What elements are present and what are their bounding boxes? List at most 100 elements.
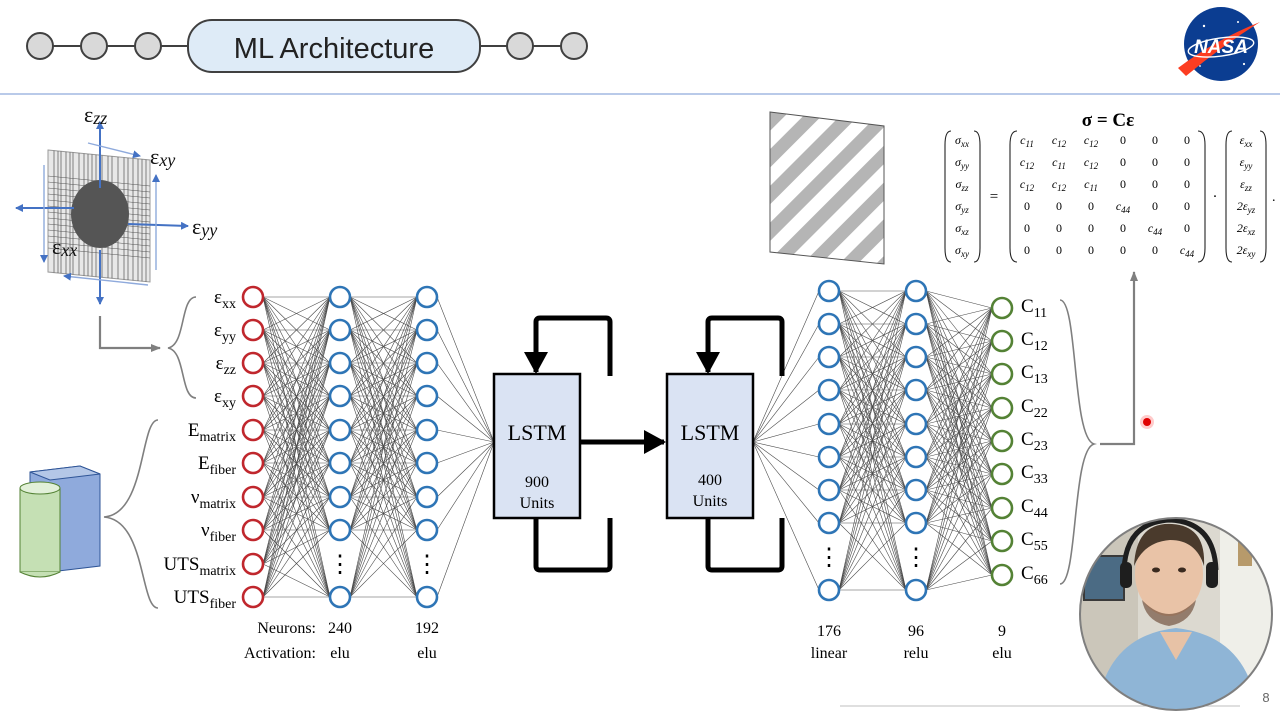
layer3-neurons: 176 (817, 623, 841, 640)
stiffness-3-5: 0 (1152, 177, 1158, 191)
connection (262, 296, 331, 397)
neuron-l6-9 (990, 563, 1014, 587)
neuron-l2-4 (328, 384, 352, 408)
trailing-period: . (1272, 190, 1276, 205)
stiffness-3-4: 0 (1120, 177, 1126, 191)
progress-step-1[interactable] (26, 32, 54, 60)
strain-5: 2εxz (1237, 221, 1256, 237)
strain-label-yy: εyy (192, 214, 217, 240)
connection (349, 296, 418, 531)
striped-lamina-image (769, 111, 885, 265)
stiffness-1-4: 0 (1120, 133, 1126, 147)
neuron-l4-7 (817, 478, 841, 502)
connection (752, 323, 820, 443)
stiffness-2-5: 0 (1152, 155, 1158, 169)
neuron-l5-8 (904, 511, 928, 535)
neuron-l4-3 (817, 345, 841, 369)
connection (838, 290, 907, 591)
neuron-l6-3 (990, 362, 1014, 386)
connection (752, 290, 820, 443)
layer-ellipsis-3: ⋮ (817, 545, 841, 571)
connection (925, 307, 993, 425)
connection (752, 423, 820, 443)
output-label-3: C13 (1021, 362, 1048, 387)
stiffness-6-4: 0 (1120, 243, 1126, 257)
stiffness-5-1: 0 (1024, 221, 1030, 235)
presenter-webcam (1080, 518, 1272, 710)
neuron-l6-2 (990, 329, 1014, 353)
input-label-5: Ematrix (188, 420, 236, 445)
neuron-l5-7 (904, 478, 928, 502)
stiffness-1-3: c12 (1084, 133, 1099, 149)
lstm1-label: LSTM (508, 420, 567, 445)
lstm1-recurrent-top (524, 315, 613, 376)
stiffness-2-1: c12 (1020, 155, 1035, 171)
connection (436, 329, 495, 443)
layer5-activation: elu (992, 645, 1012, 662)
strain-2: εyy (1240, 155, 1253, 171)
connection (838, 323, 907, 591)
stiffness-3-1: c12 (1020, 177, 1035, 193)
layer-ellipsis-2: ⋮ (415, 552, 439, 578)
connection (752, 389, 820, 443)
progress-step-3[interactable] (134, 32, 162, 60)
neuron-l6-4 (990, 396, 1014, 420)
lstm2-label: LSTM (681, 420, 740, 445)
connection (436, 296, 495, 443)
input-label-8: νfiber (201, 520, 236, 545)
output-to-equation-arrow (1100, 271, 1138, 446)
neuron-l4-1 (817, 279, 841, 303)
sigma-2: σyy (955, 155, 969, 171)
input-label-10: UTSfiber (174, 587, 237, 612)
strain-connector-arrow (98, 316, 161, 352)
connection (925, 440, 993, 591)
progress-step-5[interactable] (506, 32, 534, 60)
neuron-l3-4 (415, 384, 439, 408)
lstm2-units-count: 400 (698, 472, 722, 489)
progress-step-2[interactable] (80, 32, 108, 60)
neuron-l6-6 (990, 462, 1014, 486)
neuron-l1-4 (241, 384, 265, 408)
connection (925, 540, 993, 591)
connection (349, 529, 418, 598)
neuron-l2-5 (328, 418, 352, 442)
svg-text:NASA: NASA (1194, 37, 1248, 58)
connection (436, 441, 495, 598)
laser-pointer (1140, 415, 1154, 429)
stiffness-5-4: 0 (1120, 221, 1126, 235)
lstm2-units-label: Units (693, 493, 728, 510)
sigma-1: σxx (955, 133, 969, 149)
connection (838, 489, 907, 591)
lstm1-units-count: 900 (525, 474, 549, 491)
connection (262, 395, 331, 598)
connection (838, 423, 907, 591)
neuron-l1-1 (241, 285, 265, 309)
neuron-l5-3 (904, 345, 928, 369)
connection (838, 323, 907, 524)
strain-4: 2εyz (1237, 199, 1256, 215)
input-label-4: εxy (214, 386, 236, 411)
connection (262, 296, 331, 498)
output-label-2: C12 (1021, 329, 1048, 354)
neuron-l1-2 (241, 318, 265, 342)
connection (436, 441, 495, 498)
stiffness-5-2: 0 (1056, 221, 1062, 235)
input-label-6: Efiber (198, 453, 236, 478)
progress-step-6[interactable] (560, 32, 588, 60)
layer2-neurons: 192 (415, 620, 439, 637)
stiffness-6-6: c44 (1180, 243, 1195, 259)
stiffness-2-3: c12 (1084, 155, 1099, 171)
lstm2-recurrent-top (696, 315, 785, 376)
stiffness-5-5: c44 (1148, 221, 1163, 237)
connection (262, 362, 331, 598)
connection (436, 362, 495, 443)
connection (349, 296, 418, 364)
connection (925, 290, 993, 409)
connection (925, 307, 993, 491)
connection (838, 456, 907, 591)
stiffness-6-3: 0 (1088, 243, 1094, 257)
stiffness-1-6: 0 (1184, 133, 1190, 147)
network-connections (262, 290, 993, 598)
input-label-7: νmatrix (191, 487, 236, 512)
neuron-l2-8 (328, 518, 352, 542)
